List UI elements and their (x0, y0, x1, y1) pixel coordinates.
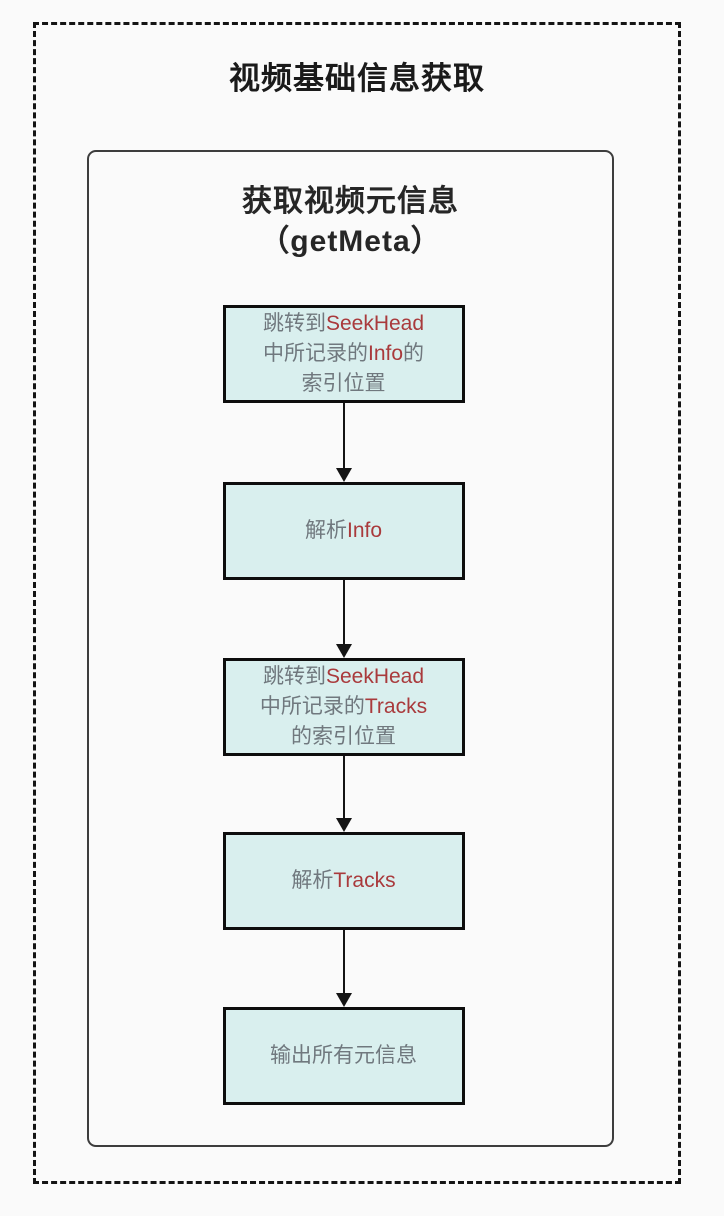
arrow-shaft (342, 930, 345, 994)
flow-box-jump-to-tracks-index: 跳转到SeekHead 中所记录的Tracks 的索引位置 (222, 658, 465, 756)
box-text-line: 输出所有元信息 (270, 1041, 417, 1071)
box-text-line: 的索引位置 (291, 722, 396, 752)
getmeta-container: 获取视频元信息 （getMeta） 跳转到SeekHead 中所记录的Info的… (87, 150, 614, 1147)
outer-dashed-container: 视频基础信息获取 获取视频元信息 （getMeta） 跳转到SeekHead 中… (33, 22, 681, 1184)
box-text-line: 解析Info (305, 516, 382, 546)
arrowhead-down-icon (335, 468, 352, 482)
flow-arrow-down-2 (335, 580, 352, 658)
getmeta-title-line1: 获取视频元信息 (242, 185, 459, 218)
box-text-line: 跳转到SeekHead (263, 309, 424, 339)
box-text-line: 索引位置 (302, 369, 386, 399)
arrowhead-down-icon (335, 818, 352, 832)
box-text-segment: 跳转到 (262, 312, 326, 335)
arrow-shaft (342, 580, 345, 645)
box-text-segment: 的 (403, 342, 425, 365)
flow-arrow-down-1 (335, 403, 352, 482)
diagram-title: 视频基础信息获取 (229, 61, 485, 96)
box-text-line: 中所记录的Info的 (263, 339, 424, 369)
box-text-line: 跳转到SeekHead (263, 662, 424, 692)
box-text-line: 解析Tracks (291, 866, 395, 896)
box-text-segment: SeekHead (325, 312, 425, 335)
box-text-segment: 输出所有元信息 (270, 1044, 417, 1067)
getmeta-title-line2: （getMeta） (259, 225, 442, 258)
getmeta-title: 获取视频元信息 （getMeta） (89, 182, 612, 262)
flow-box-parse-tracks: 解析Tracks (222, 832, 465, 930)
flow-box-parse-info: 解析Info (222, 482, 465, 580)
arrowhead-down-icon (335, 644, 352, 658)
box-text-segment: 解析 (291, 869, 334, 892)
arrow-shaft (342, 756, 345, 819)
arrowhead-down-icon (335, 993, 352, 1007)
arrow-shaft (342, 403, 345, 469)
box-text-segment: 解析 (304, 519, 347, 542)
box-text-segment: 索引位置 (301, 372, 386, 395)
flow-arrow-down-3 (335, 756, 352, 832)
box-text-segment: 中所记录的 (262, 342, 368, 365)
box-text-segment: 的索引位置 (291, 725, 396, 748)
box-text-segment: Tracks (364, 695, 428, 718)
flow-box-output-all-metadata: 输出所有元信息 (222, 1007, 465, 1105)
box-text-segment: 跳转到 (262, 665, 326, 688)
box-text-segment: Tracks (333, 869, 396, 892)
box-text-segment: 中所记录的 (259, 695, 365, 718)
flow-arrow-down-4 (335, 930, 352, 1007)
box-text-segment: SeekHead (325, 665, 425, 688)
box-text-line: 中所记录的Tracks (260, 692, 427, 722)
box-text-segment: Info (346, 519, 383, 542)
box-text-segment: Info (367, 342, 404, 365)
flow-box-jump-to-info-index: 跳转到SeekHead 中所记录的Info的 索引位置 (222, 305, 465, 403)
